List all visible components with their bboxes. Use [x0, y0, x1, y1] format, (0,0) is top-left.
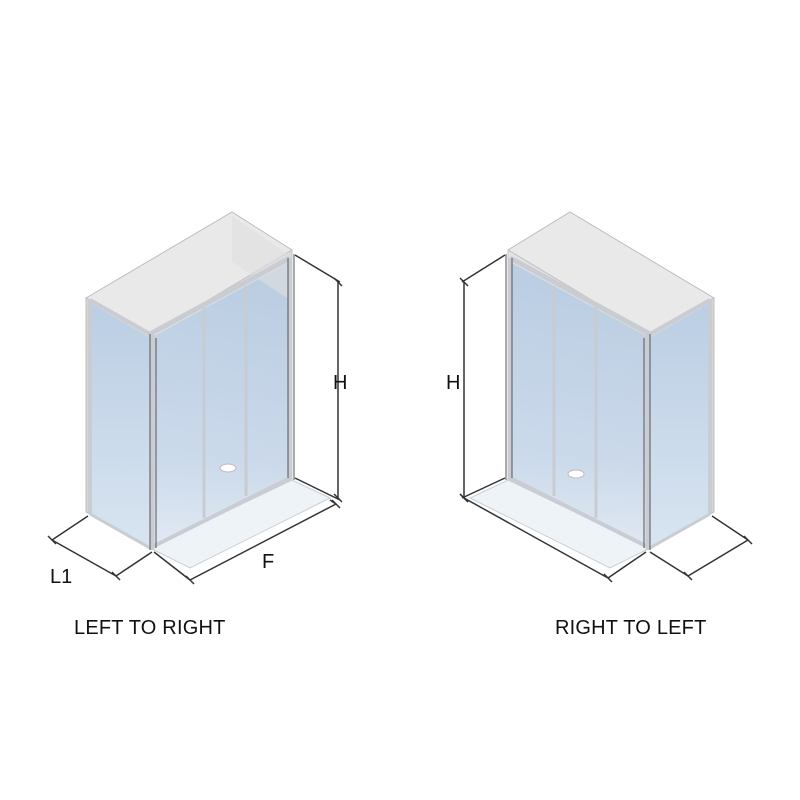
side-glass-panel — [92, 304, 150, 546]
dimension-label-h: H — [333, 372, 347, 394]
dimension-f — [153, 499, 341, 585]
enclosure-right-to-left: H — [446, 211, 753, 583]
enclosure-left-to-right: H F L1 — [47, 211, 347, 588]
side-bottom-rail — [649, 512, 711, 550]
caption-right-to-left: RIGHT TO LEFT — [555, 617, 707, 639]
drain — [219, 463, 237, 473]
front-glass-panel — [154, 262, 290, 548]
caption-left-to-right: LEFT TO RIGHT — [74, 617, 226, 639]
dimension-side-right — [649, 515, 753, 581]
side-top-rail — [649, 298, 711, 336]
bottom-rail — [509, 476, 651, 550]
dimension-h-right — [459, 254, 506, 503]
dimension-h-left — [294, 254, 343, 503]
side-glass-panel — [650, 304, 708, 546]
inner-back-glass — [232, 216, 290, 300]
side-top-rail — [89, 298, 151, 336]
dimension-label-f: F — [262, 551, 274, 573]
top-rail — [148, 255, 292, 337]
side-bottom-rail — [89, 512, 151, 550]
bottom-rail — [149, 476, 291, 550]
dimension-front-right — [459, 493, 647, 583]
dimension-label-h: H — [446, 372, 460, 394]
drain — [567, 469, 585, 479]
top-rail — [508, 255, 652, 337]
front-glass-panel — [510, 262, 646, 548]
dimension-label-l1: L1 — [50, 566, 72, 588]
dimension-l1 — [47, 515, 153, 581]
